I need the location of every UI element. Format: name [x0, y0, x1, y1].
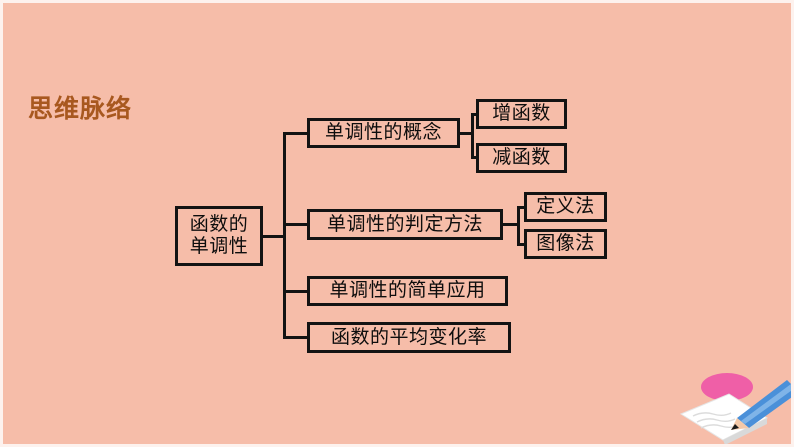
- page-title: 思维脉络: [28, 95, 133, 123]
- connector-trunk-to-avgrate: [283, 336, 308, 339]
- mindmap-node-root: 函数的 单调性: [175, 206, 263, 266]
- connector-method-to-graph: [517, 243, 526, 246]
- mindmap-node-graph-method: 图像法: [524, 229, 607, 259]
- connector-trunk-to-application: [283, 290, 308, 293]
- connector-method-stub: [503, 223, 519, 226]
- connector-concept-to-increase: [471, 113, 479, 116]
- connector-method-to-definition: [517, 206, 526, 209]
- mindmap-node-judgement-method: 单调性的判定方法: [307, 209, 503, 240]
- pink-ellipse-icon: [701, 373, 753, 401]
- mindmap-node-definition-method: 定义法: [524, 192, 607, 222]
- connector-concept-stub: [460, 132, 474, 135]
- connector-concept-vertical: [471, 113, 474, 159]
- mindmap-node-concept: 单调性的概念: [307, 118, 460, 148]
- connector-method-vertical: [517, 206, 520, 246]
- connector-trunk-to-method: [283, 223, 308, 226]
- mindmap-node-average-rate-of-change: 函数的平均变化率: [307, 322, 511, 353]
- mindmap-node-decreasing-function: 减函数: [476, 143, 567, 173]
- connector-root-to-trunk: [263, 235, 285, 238]
- mindmap-diagram: 函数的 单调性 单调性的概念 增函数 减函数 单调性的判定方法 定义法 图像法 …: [3, 3, 791, 444]
- connector-concept-to-decrease: [471, 156, 479, 159]
- mindmap-node-increasing-function: 增函数: [476, 99, 567, 129]
- paper-and-pencil-illustration: [671, 366, 791, 444]
- connector-trunk-vertical: [283, 132, 286, 338]
- mindmap-node-simple-application: 单调性的简单应用: [307, 276, 508, 306]
- pencil-icon: [731, 380, 791, 430]
- connector-trunk-to-concept: [283, 132, 308, 135]
